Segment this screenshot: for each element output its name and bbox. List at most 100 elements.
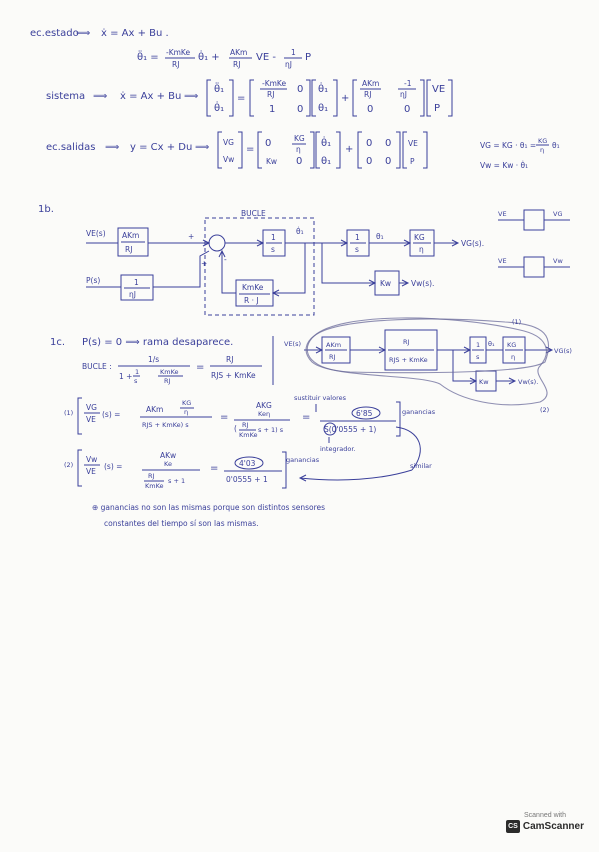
bracket-right xyxy=(396,131,401,169)
out-d12: 0 xyxy=(385,138,391,149)
outputs-eq: y = Cx + Du xyxy=(130,142,192,153)
tf2-note-side: ganancias xyxy=(286,456,320,464)
bracket-right xyxy=(310,131,315,169)
plus-sign: + xyxy=(188,232,194,241)
out-side2: Vw = Kw · θ̇₁ xyxy=(480,161,528,170)
bracket-right xyxy=(229,79,234,117)
bracket-right xyxy=(282,451,287,489)
state-t1-var: θ̇₁ + xyxy=(198,49,220,63)
d-b4-num: KG xyxy=(507,341,516,349)
d-b1-num: AKm xyxy=(326,341,341,349)
summing-junction xyxy=(208,234,226,252)
section-1c-line1: P(s) = 0 ⟹ rama desaparece. xyxy=(82,337,233,348)
bracket-left xyxy=(217,131,222,169)
d-b2-den: RJS + KmKe xyxy=(389,356,428,364)
sys-u1: VE xyxy=(432,84,445,95)
mini1-in: VE xyxy=(498,210,507,218)
arrow-head xyxy=(508,377,517,385)
bracket-right xyxy=(238,131,243,169)
arrow-head xyxy=(451,239,460,247)
bracket-right xyxy=(423,131,428,169)
state-t3-num: 1 xyxy=(291,48,296,57)
sys-a12: 0 xyxy=(297,84,303,95)
bracket-left xyxy=(206,79,211,117)
bucle-den: 1 + xyxy=(119,372,132,381)
sys-u2: P xyxy=(434,103,440,114)
tf2-v-num: 4'03 xyxy=(239,459,256,468)
tf1-lhs-den: VE xyxy=(86,415,96,424)
out-u2: P xyxy=(410,157,415,166)
sys-a11-den: RJ xyxy=(267,90,274,99)
b2-den: ηJ xyxy=(129,290,136,299)
out-c12-num: KG xyxy=(294,134,305,143)
b4-den: s xyxy=(355,245,359,254)
implies-arrow: ⟹ xyxy=(93,91,107,102)
bracket-right xyxy=(333,79,338,117)
tf1-r-den-num: Keη xyxy=(258,410,270,418)
bucle-res-num: RJ xyxy=(226,355,233,364)
out-vg-label: VG(s). xyxy=(461,239,484,248)
arrow-head xyxy=(401,279,410,287)
bucle-dashed-box xyxy=(204,217,315,316)
transfer-function-1: (1) VG VE (s) = AKm KG η RJS + KmKe) s =… xyxy=(64,394,436,471)
tf2-r-den-frac-num: RJ xyxy=(148,472,155,480)
tf1-lhs-arg: (s) = xyxy=(102,410,120,419)
tf1-mid-den: RJS + KmKe) s xyxy=(142,421,189,429)
camscanner-icon: CS xyxy=(506,820,520,833)
b4-num: 1 xyxy=(355,233,360,242)
equals: = xyxy=(220,412,228,423)
implies-arrow: ⟹ xyxy=(184,91,198,102)
d-ve-label: VE(s) xyxy=(284,340,301,348)
out-side1-den: η xyxy=(540,146,544,154)
arrow-head xyxy=(271,289,280,297)
block-diagram-1b: 1b. BUCLE VE(s) AKm RJ + 1 s θ̇₁ KmKe R … xyxy=(38,204,570,316)
d-out-vw: Vw(s). xyxy=(518,378,538,386)
theta-label: θ₁ xyxy=(376,232,384,241)
bracket-right xyxy=(336,131,341,169)
bracket-left xyxy=(77,449,82,487)
plus: + xyxy=(345,144,353,155)
conclusion-note: ⊕ ganancias no son las mismas porque son… xyxy=(92,503,325,528)
out-c21: Kw xyxy=(266,157,277,166)
b6-den: R · J xyxy=(244,296,259,305)
section-1b-label: 1b. xyxy=(38,204,54,215)
note-line-1: ⊕ ganancias no son las mismas porque son… xyxy=(92,503,325,512)
state-t3-den: ηJ xyxy=(285,60,292,69)
tf2-r-den-num: Ke xyxy=(164,460,172,468)
circled-value xyxy=(351,406,381,420)
tf1-note-top: sustituir valores xyxy=(294,394,347,402)
ve-input-label: VE(s) xyxy=(86,229,106,238)
tf1-mid-num-a: AKm xyxy=(146,405,163,414)
d-b4-den: η xyxy=(511,353,515,361)
minus-sign: - xyxy=(224,255,227,264)
bracket-left xyxy=(402,131,407,169)
sys-a21: 1 xyxy=(269,104,275,115)
note-line-2: constantes del tiempo sí son las mismas. xyxy=(104,519,259,528)
tf1-mid-num-b-den: η xyxy=(184,408,188,416)
tf1-r-den-frac-num: RJ xyxy=(242,421,249,429)
implies-arrow: ⟹ xyxy=(195,142,209,153)
bracket-right xyxy=(306,79,311,117)
out-y1: VG xyxy=(223,138,234,147)
state-t1-num: -KmKe xyxy=(166,48,190,57)
tf1-r-den-par: ( xyxy=(234,424,237,433)
d-out-vg: VG(s) xyxy=(554,347,572,355)
b3-num: 1 xyxy=(271,233,276,242)
bracket-right xyxy=(396,401,401,437)
sys-b12-num: -1 xyxy=(404,79,412,88)
block-akm-rj xyxy=(117,227,149,257)
bracket-left xyxy=(357,131,362,169)
ps-input-label: P(s) xyxy=(86,276,100,285)
signal-line xyxy=(321,243,375,284)
plus-sign: + xyxy=(201,259,207,268)
bracket-left xyxy=(77,397,82,435)
tf1-v-den: S(0'0555 + 1) xyxy=(324,425,376,434)
b1-num: AKm xyxy=(122,231,139,240)
signal-line xyxy=(452,350,476,382)
d-b2-num: RJ xyxy=(403,338,410,346)
sys-b11-num: AKm xyxy=(362,79,379,88)
mini2-out: Vw xyxy=(553,257,563,265)
out-side1: VG = KG · θ₁ = xyxy=(480,141,536,150)
state-eq: ẋ = Ax + Bu . xyxy=(101,28,169,39)
